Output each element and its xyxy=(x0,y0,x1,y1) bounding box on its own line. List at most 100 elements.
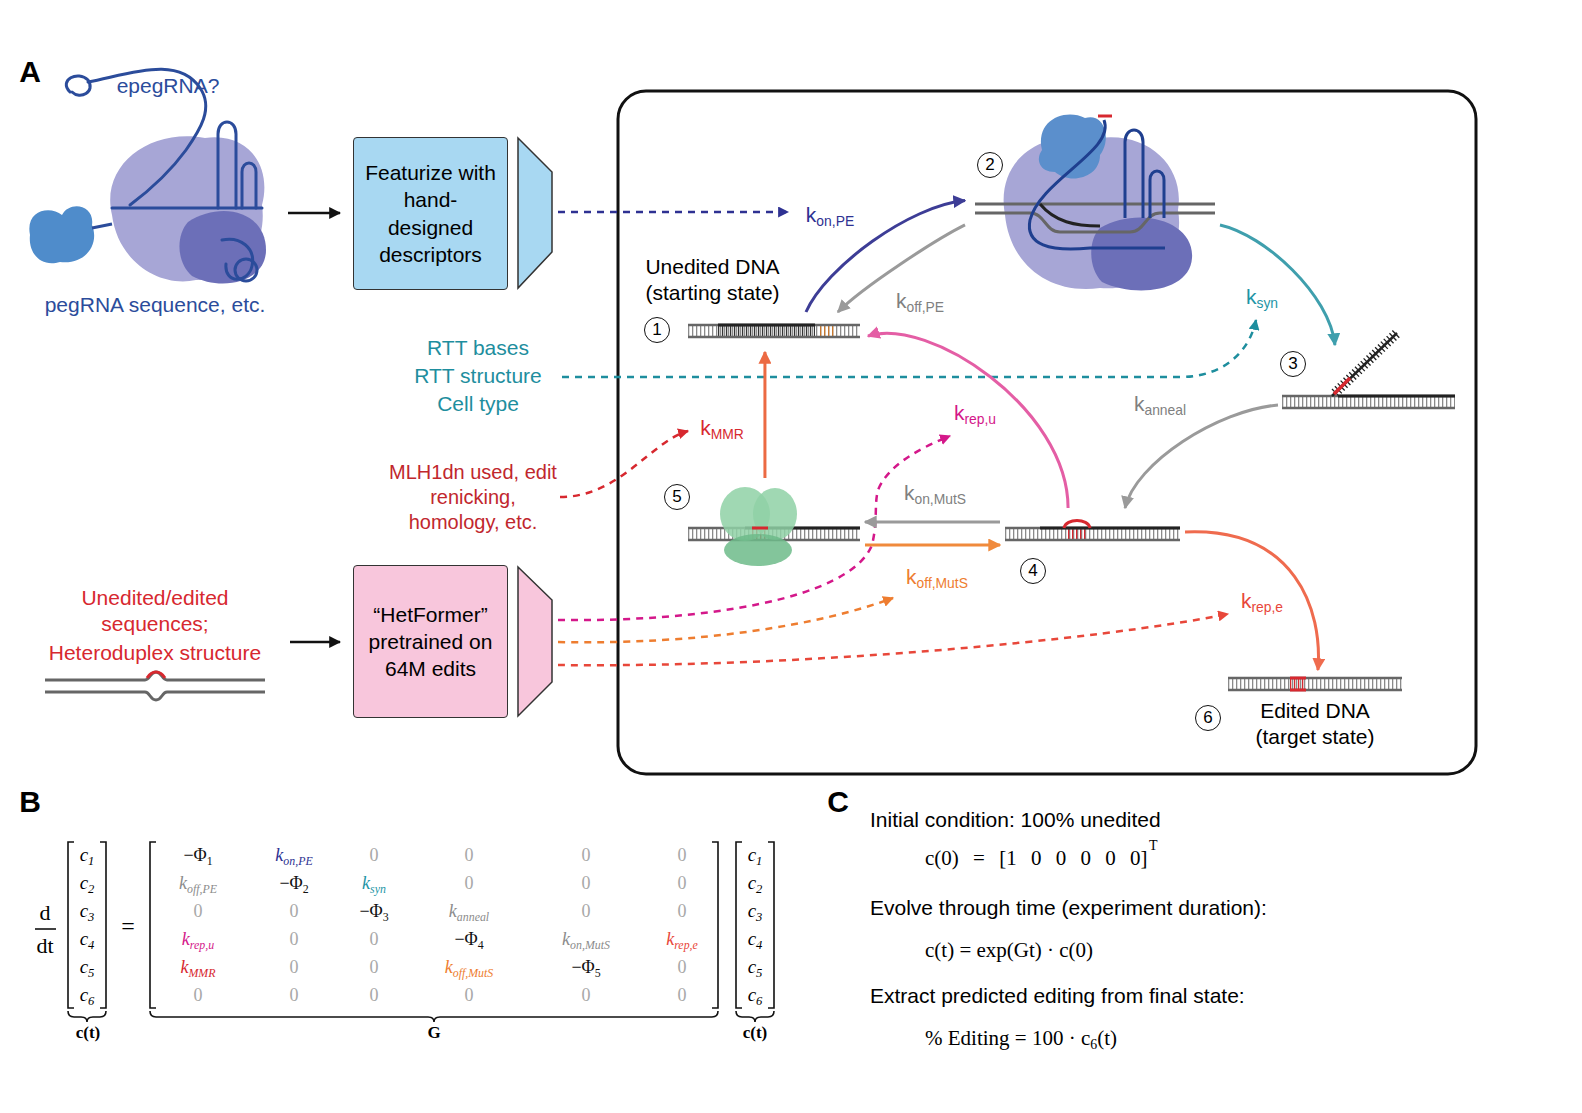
matrix-entry: 0 xyxy=(290,984,299,1007)
state-node: 6 Edited DNA (target state) xyxy=(1190,670,1405,760)
label: c2 xyxy=(80,871,95,895)
rate-label: kon,MutS xyxy=(901,481,969,504)
matrix-entry: kanneal xyxy=(449,900,489,923)
matrix-entry: 0 xyxy=(582,844,591,867)
matrix-entry: 0 xyxy=(465,984,474,1007)
state-node: 2 xyxy=(965,105,1220,300)
matrix-entry: koff,MutS xyxy=(445,956,494,979)
matrix-entry: kMMR xyxy=(180,956,215,979)
state-node: Unedited DNA (starting state)1 xyxy=(640,312,868,352)
process-box: “HetFormer” pretrained on 64M edits xyxy=(353,565,508,718)
state-node: 5 xyxy=(662,478,865,570)
panel-letter: B xyxy=(19,783,41,821)
callout-number: 2 xyxy=(977,152,1003,178)
process-box: Featurize with hand-designed descriptors xyxy=(353,137,508,290)
rate-arrow xyxy=(806,201,965,312)
rate-label: kMMR xyxy=(697,416,747,439)
callout-number: 3 xyxy=(1280,351,1306,377)
matrix-entry: 0 xyxy=(678,844,687,867)
label: c4 xyxy=(748,927,763,951)
rate-label: kon,PE xyxy=(803,203,857,226)
label: c(0) = [1 0 0 0 0 0] xyxy=(925,845,1147,871)
matrix-entry: −Φ4 xyxy=(454,928,483,951)
matrix-entry: 0 xyxy=(678,956,687,979)
rate-label: krep,u xyxy=(951,401,999,424)
label: c1 xyxy=(80,843,95,867)
matrix-entry: 0 xyxy=(678,900,687,923)
box-text: Featurize with hand-designed descriptors xyxy=(363,159,499,268)
rate-label: koff,PE xyxy=(893,289,947,312)
label: Unedited/edited sequences; xyxy=(65,585,245,638)
matrix-entry: −Φ2 xyxy=(279,872,308,895)
matrix-entry: 0 xyxy=(678,984,687,1007)
label: epegRNA? xyxy=(117,73,220,99)
label: c2 xyxy=(748,871,763,895)
state-node: 3 xyxy=(1278,345,1460,415)
matrix-entry: krep,e xyxy=(666,928,698,951)
label: MLH1dn used, edit renicking, homology, e… xyxy=(387,460,559,535)
label: c6 xyxy=(748,983,763,1007)
panel-letter: A xyxy=(19,53,41,91)
rate-arrow xyxy=(838,225,965,312)
box-text: “HetFormer” pretrained on 64M edits xyxy=(363,601,499,683)
state-caption: Edited DNA (target state) xyxy=(1240,698,1390,751)
callout-number: 4 xyxy=(1020,558,1046,584)
panel-letter: G xyxy=(427,1022,440,1043)
matrix-entry: 0 xyxy=(290,928,299,951)
rate-label: kanneal xyxy=(1131,392,1189,415)
label: % Editing = 100 · c6(t) xyxy=(925,1025,1117,1051)
matrix-entry: 0 xyxy=(465,844,474,867)
rate-label: krep,e xyxy=(1238,589,1286,612)
label: Initial condition: 100% unedited xyxy=(870,807,1161,833)
matrix-entry: −Φ3 xyxy=(359,900,388,923)
label: d xyxy=(40,899,51,927)
matrix-entry: −Φ1 xyxy=(183,844,212,867)
state-caption: Unedited DNA (starting state) xyxy=(630,254,795,307)
matrix-entry: kon,MutS xyxy=(562,928,610,951)
matrix-entry: 0 xyxy=(370,844,379,867)
panel-letter: c(t) xyxy=(743,1022,768,1043)
matrix-entry: 0 xyxy=(194,984,203,1007)
callout-number: 6 xyxy=(1195,705,1221,731)
matrix-entry: 0 xyxy=(582,872,591,895)
matrix-entry: krep,u xyxy=(182,928,214,951)
label: c(t) = exp(Gt) · c(0) xyxy=(925,937,1093,963)
matrix-entry: 0 xyxy=(194,900,203,923)
label: c3 xyxy=(748,899,763,923)
label: RTT bases xyxy=(427,335,529,361)
label: RTT structure xyxy=(414,363,542,389)
matrix-entry: ksyn xyxy=(362,872,386,895)
callout-number: 5 xyxy=(664,484,690,510)
label: c1 xyxy=(748,843,763,867)
matrix-entry: kon,PE xyxy=(275,844,312,867)
matrix-entry: 0 xyxy=(370,956,379,979)
matrix-entry: 0 xyxy=(678,872,687,895)
rate-label: ksyn xyxy=(1243,285,1281,308)
rate-arrow xyxy=(868,333,1068,508)
label: Extract predicted editing from final sta… xyxy=(870,983,1245,1009)
matrix-entry: 0 xyxy=(290,956,299,979)
rate-arrow xyxy=(865,543,1000,546)
rate-arrow xyxy=(1185,532,1318,670)
matrix-entry: 0 xyxy=(465,872,474,895)
label: c3 xyxy=(80,899,95,923)
label: T xyxy=(1149,837,1158,855)
matrix-entry: 0 xyxy=(370,984,379,1007)
rate-arrow xyxy=(1220,225,1335,345)
state-node: 4 xyxy=(1000,508,1185,588)
matrix-entry: 0 xyxy=(290,900,299,923)
matrix-entry: 0 xyxy=(370,928,379,951)
label: Evolve through time (experiment duration… xyxy=(870,895,1267,921)
label: c4 xyxy=(80,927,95,951)
label: c6 xyxy=(80,983,95,1007)
label: dt xyxy=(36,932,53,960)
rate-arrow xyxy=(1125,405,1278,508)
label: Cell type xyxy=(437,391,519,417)
label: = xyxy=(121,911,135,941)
label: Heteroduplex structure xyxy=(49,640,261,666)
rate-arrow xyxy=(865,520,1000,523)
matrix-entry: 0 xyxy=(582,984,591,1007)
panel-letter: C xyxy=(827,783,849,821)
